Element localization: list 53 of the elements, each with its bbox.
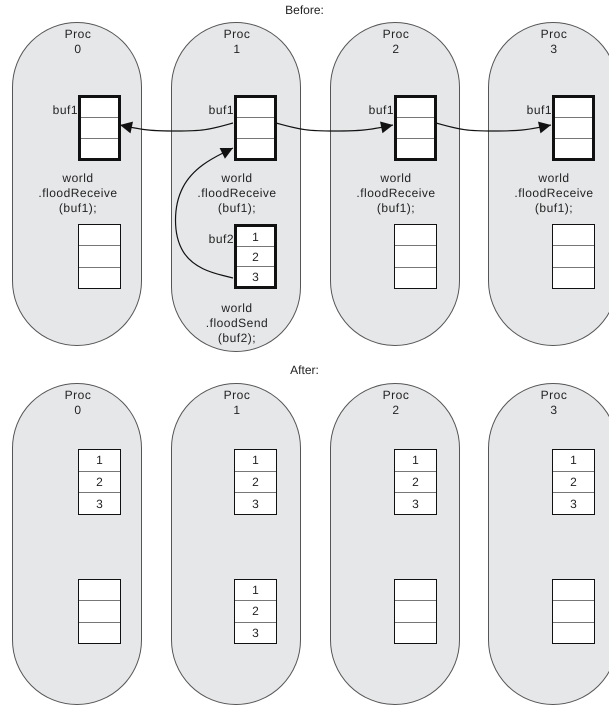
process-label: Proc 1 [222,388,252,418]
code-text: world .floodReceive (buf1); [355,171,437,216]
buffer-value: 2 [237,246,274,266]
arrow [174,147,234,279]
buffer-label: buf1 [208,103,234,117]
section-heading: Before: [284,3,325,17]
buffer-box [78,224,121,289]
buffer-box [78,449,121,515]
buffer-value: 3 [79,492,120,514]
buffer-value: 2 [235,600,276,622]
buffer-value: 1 [569,452,578,470]
code-text: world .floodReceive (buf1); [513,171,595,216]
buffer-value: 3 [235,622,276,643]
arrow [276,122,394,134]
buffer-box [552,579,595,644]
buffer-value: 3 [553,492,594,514]
buffer-value: 2 [553,470,594,492]
buffer-label: buf1 [52,103,78,117]
buffer-value: 1 [251,452,260,470]
section-heading: After: [289,363,320,377]
arrow [120,122,234,134]
process-label: Proc 3 [540,388,568,418]
process-label: Proc 0 [64,388,92,418]
process-label: Proc 2 [382,27,410,57]
buffer-value: 3 [235,492,276,514]
buffer-box [394,579,437,644]
process-label: Proc 2 [382,388,410,418]
buffer-label: buf1 [368,103,394,117]
process-label: Proc 3 [540,27,568,57]
buffer-value: 2 [235,470,276,492]
code-text: world .floodReceive (buf1); [37,171,119,216]
buffer-value: 1 [95,452,104,470]
buffer-value: 2 [79,470,120,492]
buffer-value: 1 [411,452,420,470]
buffer-label: buf2 [208,232,234,246]
buffer-value: 2 [395,470,436,492]
code-text: world .floodSend (buf2); [204,301,270,346]
buffer-value: 1 [251,228,260,246]
arrow [436,122,552,134]
code-text: world .floodReceive (buf1); [196,171,278,216]
buffer-box [394,449,437,515]
buffer-box [552,224,595,289]
buffer-value: 3 [395,492,436,514]
buffer-box [234,449,277,515]
buffer-value: 1 [251,582,260,600]
process-label: Proc 0 [64,27,92,57]
buffer-box [234,579,277,644]
buffer-label: buf1 [526,103,552,117]
buffer-value: 3 [237,266,274,286]
buffer-box [78,579,121,644]
buffer-box [552,449,595,515]
process-label: Proc 1 [222,27,252,57]
buffer-box [394,224,437,289]
